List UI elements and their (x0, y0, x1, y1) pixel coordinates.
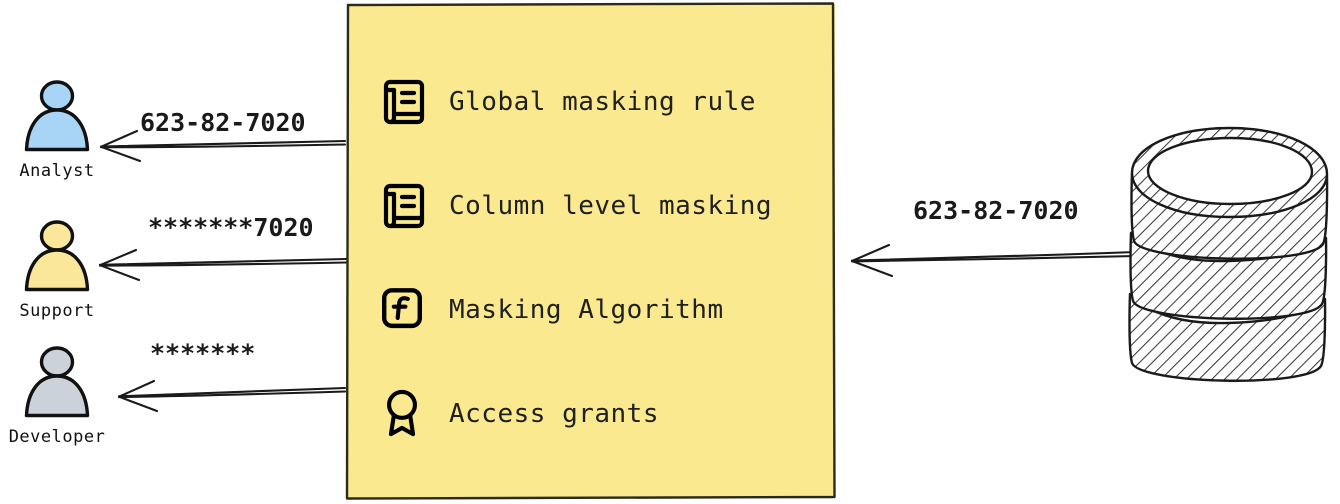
arrow-left-to-analyst (99, 129, 347, 163)
actor-analyst[interactable]: Analyst (2, 78, 112, 181)
arrow-left-to-support (98, 248, 348, 282)
actor-developer[interactable]: Developer (2, 344, 112, 447)
scroll-icon (377, 179, 427, 233)
actor-label: Analyst (19, 161, 95, 181)
policy-item-masking-algorithm[interactable]: Masking Algorithm (377, 258, 817, 362)
policy-item-label: Column level masking (449, 191, 773, 221)
policy-item-global-masking-rule[interactable]: Global masking rule (377, 50, 817, 154)
policy-item-label: Access grants (449, 399, 659, 429)
award-ribbon-icon (377, 387, 427, 441)
flow-label-support: *******7020 (148, 213, 314, 242)
flow-label-analyst: 623-82-7020 (140, 108, 306, 137)
policy-item-label: Global masking rule (449, 87, 756, 117)
scroll-icon (377, 75, 427, 129)
policy-item-list: Global masking rule Column le (377, 50, 817, 466)
actor-label: Support (19, 301, 95, 321)
arrow-left-to-developer (117, 379, 347, 413)
policy-panel: Global masking rule Column le (345, 2, 836, 500)
policy-item-column-level-masking[interactable]: Column level masking (377, 154, 817, 258)
actor-support[interactable]: Support (2, 218, 112, 321)
arrow-left-from-database (850, 243, 1138, 278)
actor-label: Developer (8, 427, 106, 447)
flow-label-developer: ******* (150, 339, 256, 368)
policy-panel-border (345, 2, 836, 500)
policy-item-label: Masking Algorithm (449, 295, 724, 325)
person-icon (24, 220, 90, 292)
flow-label-database: 623-82-7020 (913, 196, 1079, 225)
function-f-icon (377, 283, 427, 337)
person-icon (24, 346, 90, 418)
person-icon (24, 80, 90, 152)
policy-item-access-grants[interactable]: Access grants (377, 362, 817, 466)
database-cylinder-icon[interactable] (1118, 116, 1340, 391)
